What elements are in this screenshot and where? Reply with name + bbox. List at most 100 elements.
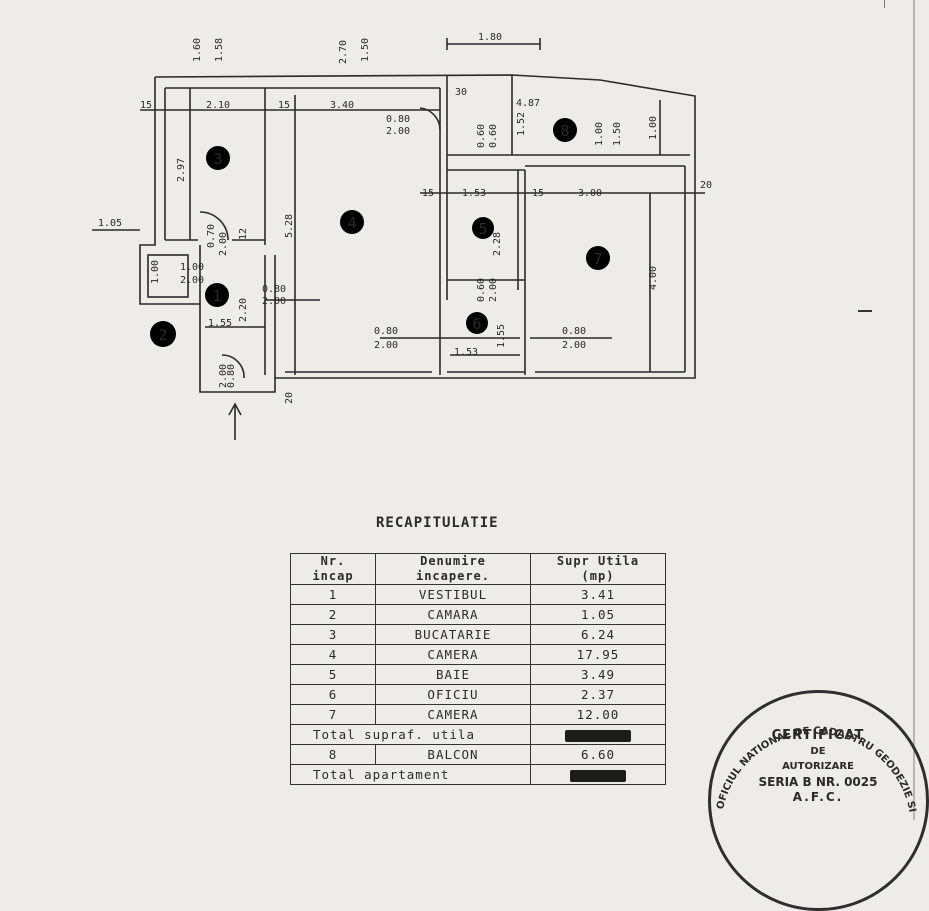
dim-label: 0.60 bbox=[476, 278, 487, 302]
dim-label: 0.80 bbox=[226, 364, 237, 388]
dim-label: 2.00 bbox=[180, 275, 204, 286]
room-5-circle bbox=[472, 217, 494, 239]
room-number-circles bbox=[150, 118, 610, 347]
total-apartament-value-redacted bbox=[530, 764, 666, 785]
recap-title: RECAPITULATIE bbox=[376, 515, 499, 531]
dim-label: 0.80 bbox=[262, 284, 286, 295]
room-6-number: 6 bbox=[472, 315, 481, 333]
dim-label: 1.00 bbox=[648, 116, 659, 140]
dim-label: 2.10 bbox=[206, 100, 230, 111]
dim-label: 1.00 bbox=[150, 260, 161, 284]
dim-label: 2.28 bbox=[492, 232, 503, 256]
dim-label: 1.55 bbox=[208, 318, 232, 329]
dim-label: 1.50 bbox=[612, 122, 623, 146]
dim-label: 15 bbox=[278, 100, 290, 111]
row-area: 3.49 bbox=[530, 664, 666, 685]
redaction-mark bbox=[565, 729, 631, 742]
table-row: 5 BAIE 3.49 bbox=[290, 664, 666, 685]
row-area: 6.24 bbox=[530, 624, 666, 645]
plan-walls bbox=[92, 38, 705, 440]
dim-label: 1.00 bbox=[594, 122, 605, 146]
table-header-row: Nr. incap Denumire incapere. Supr Utila … bbox=[290, 553, 666, 585]
page-corner-line bbox=[884, 0, 885, 8]
dim-label: 20 bbox=[700, 180, 712, 191]
dim-label: 3.00 bbox=[578, 188, 602, 199]
row-area: 3.41 bbox=[530, 584, 666, 605]
dim-label: 2.00 bbox=[218, 364, 229, 388]
dim-label: 4.00 bbox=[648, 266, 659, 290]
dim-label: 20 bbox=[284, 392, 295, 404]
table-row: 8 BALCON 6.60 bbox=[290, 744, 666, 765]
redaction-mark bbox=[570, 769, 626, 782]
dim-label: 1.05 bbox=[98, 218, 122, 229]
dim-label: 0.80 bbox=[374, 326, 398, 337]
dim-label: 3.40 bbox=[330, 100, 354, 111]
floor-plan: 3 4 5 7 6 8 1 2 1.60 1.58 2.70 1.50 1.80… bbox=[92, 32, 712, 440]
room-1-number: 1 bbox=[212, 287, 221, 305]
dim-label: 2.20 bbox=[238, 298, 249, 322]
dim-label: 15 bbox=[532, 188, 544, 199]
header-name: Denumire incapere. bbox=[375, 553, 531, 585]
dim-label: 1.53 bbox=[462, 188, 486, 199]
dim-label: 0.80 bbox=[386, 114, 410, 125]
dim-label: 1.00 bbox=[180, 262, 204, 273]
pen-mark bbox=[858, 310, 872, 312]
stamp-content: CERTIFICAT DE AUTORIZARE SERIA B NR. 002… bbox=[748, 728, 888, 804]
room-3-number: 3 bbox=[213, 150, 222, 168]
stamp-line-serie: SERIA B NR. 0025 bbox=[758, 775, 878, 789]
stamp-line-certificat: CERTIFICAT bbox=[771, 728, 865, 743]
room-2-number: 2 bbox=[158, 326, 167, 344]
stamp-line-afc: A.F.C. bbox=[792, 790, 844, 804]
dimension-labels: 1.60 1.58 2.70 1.50 1.80 15 2.10 15 3.40… bbox=[98, 32, 712, 404]
room-7-number: 7 bbox=[593, 250, 602, 268]
dim-label: 1.50 bbox=[360, 38, 371, 62]
room-5-number: 5 bbox=[478, 220, 487, 238]
stamp-arc-label: OFICIUL NATIONAL DE CADASTRU GEODEZIE SI… bbox=[0, 0, 918, 817]
row-name: CAMERA bbox=[375, 644, 531, 665]
recap-table: Nr. incap Denumire incapere. Supr Utila … bbox=[290, 553, 666, 785]
dim-label: 1.80 bbox=[478, 32, 502, 43]
dim-label: 2.00 bbox=[374, 340, 398, 351]
dim-label: 15 bbox=[140, 100, 152, 111]
dim-label: 0.70 bbox=[206, 224, 217, 248]
dim-label: 2.00 bbox=[218, 232, 229, 256]
room-2-circle bbox=[150, 321, 176, 347]
header-nr: Nr. incap bbox=[290, 553, 376, 585]
total-apartament-row: Total apartament bbox=[290, 764, 666, 785]
dim-label: 4.87 bbox=[516, 98, 540, 109]
stamp-line-de: DE bbox=[810, 746, 826, 757]
svg-text:OFICIUL NATIONAL DE CADASTRU G: OFICIUL NATIONAL DE CADASTRU GEODEZIE SI… bbox=[0, 0, 918, 817]
room-number-labels: 3 4 5 7 6 8 1 2 bbox=[158, 122, 602, 344]
dim-label: 2.00 bbox=[386, 126, 410, 137]
page-edge bbox=[913, 0, 915, 820]
row-name: CAMARA bbox=[375, 604, 531, 625]
stamp-line-autorizare: AUTORIZARE bbox=[782, 761, 854, 772]
total-apartament-label: Total apartament bbox=[290, 764, 531, 785]
stamp-arc-text: OFICIUL NATIONAL DE CADASTRU GEODEZIE SI… bbox=[0, 0, 918, 817]
row-name: BALCON bbox=[375, 744, 531, 765]
dim-label: 0.60 bbox=[476, 124, 487, 148]
table-row: 4 CAMERA 17.95 bbox=[290, 644, 666, 665]
dim-label: 1.58 bbox=[214, 38, 225, 62]
room-3-circle bbox=[206, 146, 230, 170]
dim-label: 1.52 bbox=[516, 112, 527, 136]
room-7-circle bbox=[586, 246, 610, 270]
dim-label: 2.00 bbox=[562, 340, 586, 351]
room-4-number: 4 bbox=[347, 214, 356, 232]
dim-label: 15 bbox=[422, 188, 434, 199]
room-1-circle bbox=[205, 283, 229, 307]
dim-label: 12 bbox=[238, 228, 249, 240]
header-area: Supr Utila (mp) bbox=[530, 553, 666, 585]
total-util-label: Total supraf. utila bbox=[290, 724, 531, 745]
dim-label: 1.55 bbox=[496, 324, 507, 348]
dim-label: 2.00 bbox=[488, 278, 499, 302]
dim-label: 2.70 bbox=[338, 40, 349, 64]
dim-label: 1.53 bbox=[454, 347, 478, 358]
room-4-circle bbox=[340, 210, 364, 234]
room-8-number: 8 bbox=[560, 122, 569, 140]
dim-label: 1.60 bbox=[192, 38, 203, 62]
dim-label: 5.28 bbox=[284, 214, 295, 238]
room-8-circle bbox=[553, 118, 577, 142]
dim-label: 2.00 bbox=[262, 296, 286, 307]
room-6-circle bbox=[466, 312, 488, 334]
